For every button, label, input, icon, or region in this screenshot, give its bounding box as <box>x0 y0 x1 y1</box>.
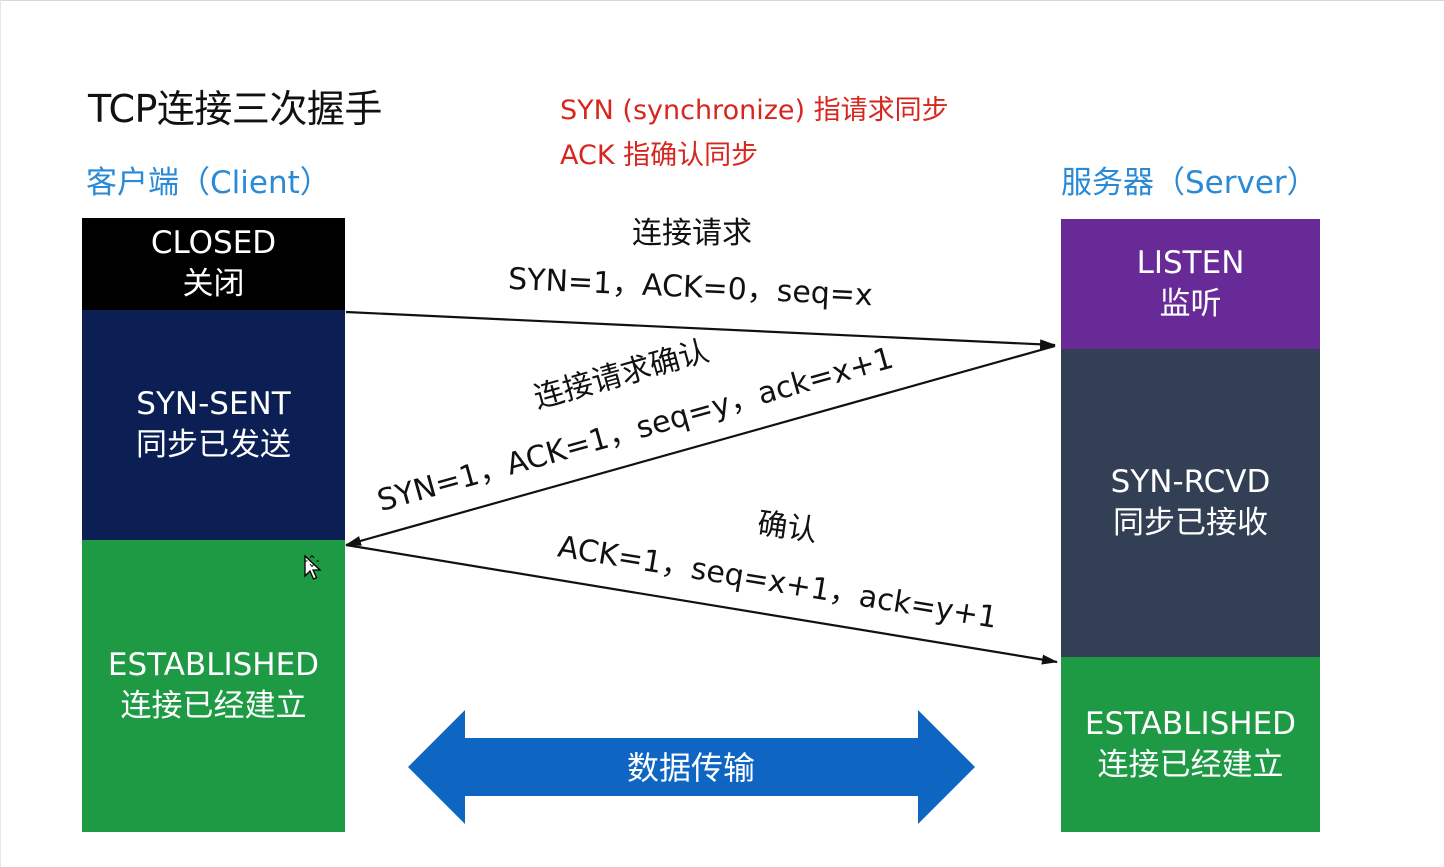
state-name: CLOSED <box>150 225 277 261</box>
msg-detail-ack: ACK=1，seq=x+1，ack=y+1 <box>555 529 999 635</box>
state-name: ESTABLISHED <box>107 647 320 683</box>
server-state-syn-rcvd: SYN-RCVD 同步已接收 <box>1061 349 1320 657</box>
syn-ack-arrow <box>345 344 1056 547</box>
frame-border-left <box>0 0 1 867</box>
legend-ack: ACK 指确认同步 <box>560 140 759 171</box>
server-state-established: ESTABLISHED 连接已经建立 <box>1061 657 1320 832</box>
msg-title-ack: 确认 <box>755 506 819 549</box>
client-state-established: ESTABLISHED 连接已经建立 <box>82 540 345 832</box>
frame-border-top <box>0 0 1444 1</box>
state-desc: 连接已经建立 <box>1097 746 1284 783</box>
server-label: 服务器（Server） <box>1061 165 1318 201</box>
state-desc: 同步已发送 <box>136 427 291 463</box>
server-state-listen: LISTEN 监听 <box>1061 219 1320 349</box>
syn-request-arrow <box>345 310 1056 350</box>
page-title: TCP连接三次握手 <box>88 87 382 131</box>
client-label: 客户端（Client） <box>86 165 331 201</box>
state-desc: 关闭 <box>182 266 245 302</box>
state-name: SYN-SENT <box>136 386 291 422</box>
msg-title-connect-request: 连接请求 <box>632 216 752 251</box>
client-state-closed: CLOSED 关闭 <box>82 218 345 310</box>
data-transfer-label: 数据传输 <box>627 749 755 787</box>
state-name: ESTABLISHED <box>1084 705 1297 742</box>
state-desc: 同步已接收 <box>1113 505 1268 541</box>
move-cursor-icon <box>304 554 322 580</box>
client-state-syn-sent: SYN-SENT 同步已发送 <box>82 310 345 540</box>
state-desc: 监听 <box>1159 286 1222 322</box>
legend-syn: SYN (synchronize) 指请求同步 <box>560 95 949 126</box>
ack-arrow <box>345 543 1058 665</box>
state-name: SYN-RCVD <box>1110 464 1271 500</box>
msg-detail-connect-request: SYN=1，ACK=0，seq=x <box>507 262 873 314</box>
state-name: LISTEN <box>1136 245 1245 281</box>
state-desc: 连接已经建立 <box>120 688 307 724</box>
data-transfer-arrow <box>408 710 975 824</box>
